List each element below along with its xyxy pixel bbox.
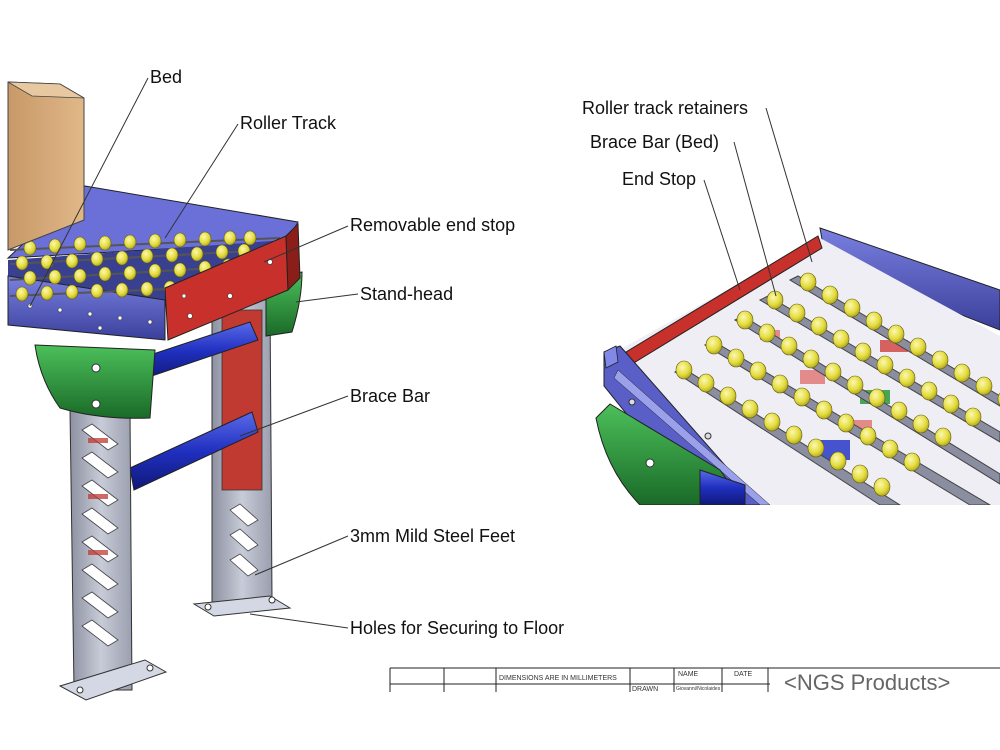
- roller: [846, 375, 864, 395]
- roller: [887, 324, 905, 344]
- roller: [824, 362, 842, 382]
- roller: [727, 348, 745, 368]
- title-block-drawn-label: DRAWN: [632, 686, 659, 693]
- title-block-name-header: NAME: [678, 671, 699, 678]
- roller: [868, 388, 886, 408]
- leader-lines: [29, 77, 813, 629]
- roller: [771, 374, 789, 394]
- roller: [843, 298, 861, 318]
- roller: [912, 414, 930, 434]
- roller: [876, 355, 894, 375]
- roller: [934, 427, 952, 447]
- label-brace-bar: Brace Bar: [350, 386, 431, 406]
- roller: [881, 439, 899, 459]
- roller: [758, 323, 776, 343]
- title-block-date-header: DATE: [734, 671, 753, 678]
- roller: [865, 311, 883, 331]
- roller: [763, 412, 781, 432]
- right-rollers: [675, 272, 1000, 497]
- roller: [799, 272, 817, 292]
- label-bed: Bed: [150, 67, 183, 87]
- title-block-drawn-name: Giovanni/Nicolaides: [676, 686, 721, 692]
- roller: [873, 477, 891, 497]
- roller: [829, 451, 847, 471]
- roller: [942, 394, 960, 414]
- box: [7, 81, 85, 251]
- label-roller-track-retainers: Roller track retainers: [582, 98, 749, 118]
- roller: [749, 361, 767, 381]
- roller: [903, 452, 921, 472]
- roller: [837, 413, 855, 433]
- company-name: <NGS Products>: [784, 670, 951, 695]
- roller: [793, 387, 811, 407]
- roller: [788, 303, 806, 323]
- roller: [675, 360, 693, 380]
- roller: [909, 337, 927, 357]
- roller: [780, 336, 798, 356]
- roller: [741, 399, 759, 419]
- roller: [802, 349, 820, 369]
- removable-end-stop: [164, 222, 301, 341]
- roller: [810, 316, 828, 336]
- title-block-frame: [389, 667, 1000, 692]
- label-removable-end-stop: Removable end stop: [350, 215, 516, 235]
- label-brace-bar-bed: Brace Bar (Bed): [590, 132, 720, 152]
- label-feet: 3mm Mild Steel Feet: [350, 526, 516, 546]
- left-conveyor-view: [6, 81, 303, 701]
- roller: [719, 386, 737, 406]
- right-conveyor-closeup: [595, 227, 1000, 505]
- roller: [697, 373, 715, 393]
- roller: [785, 425, 803, 445]
- roller: [851, 464, 869, 484]
- roller: [859, 426, 877, 446]
- roller: [898, 368, 916, 388]
- label-holes: Holes for Securing to Floor: [350, 618, 565, 638]
- roller: [705, 335, 723, 355]
- roller: [815, 400, 833, 420]
- label-stand-head: Stand-head: [360, 284, 454, 304]
- roller: [807, 438, 825, 458]
- label-roller-track: Roller Track: [240, 113, 337, 133]
- roller: [832, 329, 850, 349]
- roller: [975, 376, 993, 396]
- roller: [736, 310, 754, 330]
- front-leg: [58, 409, 168, 701]
- roller: [931, 350, 949, 370]
- label-end-stop: End Stop: [622, 169, 697, 189]
- roller: [821, 285, 839, 305]
- roller: [854, 342, 872, 362]
- roller: [920, 381, 938, 401]
- roller: [953, 363, 971, 383]
- title-block-dimensions-note: DIMENSIONS ARE IN MILLIMETERS: [499, 675, 617, 682]
- roller: [964, 407, 982, 427]
- roller: [890, 401, 908, 421]
